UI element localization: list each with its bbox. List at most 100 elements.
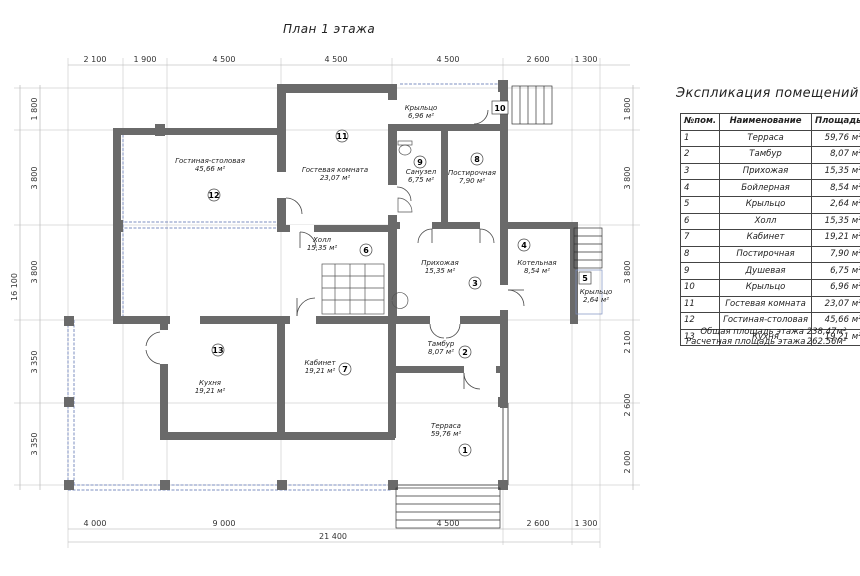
dim-text: 4 500	[325, 55, 348, 64]
dim-text: 3 800	[30, 261, 39, 284]
dim-text: 1 300	[575, 519, 598, 528]
header-cell: Наименование	[719, 113, 812, 131]
header-cell: Площадь	[810, 113, 860, 131]
wall-openings	[160, 100, 508, 373]
door-swings	[145, 109, 525, 390]
dim-text: 4 500	[437, 519, 460, 528]
room-area-cell: 23,07 м²	[810, 295, 860, 314]
total-area-row: Общая площадь этажа 238,47м²	[686, 327, 847, 337]
dim-text: 2 600	[527, 55, 550, 64]
dim-text: 3 350	[30, 351, 39, 374]
dim-text: 2 100	[623, 331, 632, 354]
room-name-cell: Крыльцо	[719, 195, 812, 214]
dim-text: 1 300	[575, 55, 598, 64]
room-8-name: Постирочная	[448, 169, 496, 177]
room-11-area: 23,07 м²	[320, 174, 351, 182]
room-name-cell: Постирочная	[719, 245, 812, 264]
calc-area-value: 262.56м²	[806, 337, 847, 347]
room-9-area: 6,75 м²	[408, 176, 434, 184]
room-number-cell: 2	[679, 146, 721, 164]
room-1-name: Терраса	[431, 422, 461, 430]
room-num: 9	[417, 158, 423, 167]
dim-text: 2 100	[84, 55, 107, 64]
room-5-area: 2,64 м²	[583, 296, 609, 304]
room-name-cell: Терраса	[719, 129, 812, 148]
room-8-area: 7,90 м²	[459, 177, 485, 185]
room-num: 7	[342, 365, 348, 374]
room-area-cell: 2,64 м²	[810, 195, 860, 214]
room-number-cell: 11	[679, 295, 721, 314]
room-num: 4	[521, 241, 527, 250]
room-number-cell: 5	[679, 195, 721, 214]
total-area-value: 238,47м²	[806, 327, 847, 337]
dim-total: 16 100	[10, 273, 19, 301]
dim-text: 1 900	[134, 55, 157, 64]
dim-text: 1 800	[623, 98, 632, 121]
calc-area-label: Расчетная площадь этажа	[686, 337, 806, 347]
dim-text: 2 000	[623, 451, 632, 474]
room-number-cell: 10	[679, 278, 721, 297]
room-num: 6	[363, 246, 369, 255]
room-name-cell: Гостевая комната	[719, 295, 812, 314]
room-num: 5	[582, 274, 588, 283]
dim-text: 4 500	[437, 55, 460, 64]
room-num: 11	[336, 132, 348, 141]
room-area-cell: 19,21 м²	[810, 328, 860, 347]
room-10-name: Крыльцо	[405, 104, 438, 112]
room-4-area: 8,54 м²	[524, 267, 550, 275]
room-13-area: 19,21 м²	[195, 387, 226, 395]
dim-text: 3 800	[623, 167, 632, 190]
calc-area-row: Расчетная площадь этажа 262.56м²	[686, 337, 847, 347]
room-number-cell: 7	[679, 229, 721, 247]
room-10-area: 6,96 м²	[408, 112, 434, 120]
room-num: 1	[462, 446, 468, 455]
room-number-cell: 3	[679, 162, 721, 181]
room-3-name: Прихожая	[421, 259, 459, 267]
room-area-cell: 8,54 м²	[810, 179, 860, 197]
room-number-cell: 4	[679, 179, 721, 197]
room-name-cell: Кухня	[719, 328, 812, 347]
header-cell: №пом.	[679, 113, 721, 131]
dim-text: 4 500	[213, 55, 236, 64]
dim-text: 2 600	[623, 394, 632, 417]
room-area-cell: 6,75 м²	[810, 262, 860, 280]
room-area-cell: 15,35 м²	[810, 212, 860, 231]
room-area-cell: 8,07 м²	[810, 146, 860, 164]
terrace-outline	[392, 403, 509, 486]
room-num: 2	[462, 348, 468, 357]
dim-text: 3 800	[623, 261, 632, 284]
plan-title: План 1 этажа	[283, 22, 376, 36]
room-2-name: Тамбур	[428, 340, 455, 348]
bottom-dims: 4 000 9 000 4 500 2 600 1 300 21 400	[84, 519, 598, 541]
dimension-lines	[14, 58, 640, 548]
area-totals: Общая площадь этажа 238,47м² Расчетная п…	[686, 327, 847, 347]
room-6-name: Холл	[312, 236, 332, 244]
room-area-cell: 19,21 м²	[810, 229, 860, 247]
room-4-name: Котельная	[517, 259, 556, 267]
room-name-cell: Крыльцо	[719, 278, 812, 297]
room-number-cell: 6	[679, 212, 721, 231]
top-dims: 2 100 1 900 4 500 4 500 4 500 2 600 1 30…	[84, 55, 598, 64]
room-name-cell: Прихожая	[719, 162, 812, 181]
room-name-cell: Душевая	[719, 262, 812, 280]
room-area-cell: 7,90 м²	[810, 245, 860, 264]
room-7-name: Кабинет	[304, 359, 336, 367]
room-num: 13	[212, 346, 223, 355]
room-name-cell: Холл	[719, 212, 812, 231]
room-1-area: 59,76 м²	[431, 430, 462, 438]
room-area-cell: 15,35 м²	[810, 162, 860, 181]
dim-text: 4 000	[84, 519, 107, 528]
dim-text: 3 350	[30, 433, 39, 456]
right-dims: 1 800 3 800 3 800 2 100 2 600 2 000	[623, 98, 632, 474]
